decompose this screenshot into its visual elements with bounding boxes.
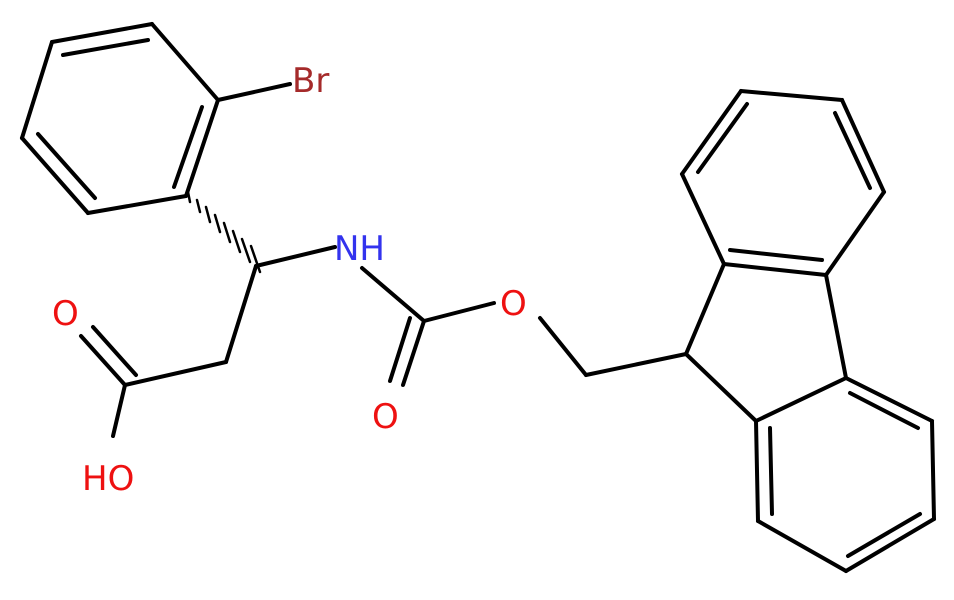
hashed-wedge-bond bbox=[186, 190, 262, 274]
bond-inner bbox=[172, 105, 204, 189]
bond-inner bbox=[61, 38, 150, 57]
bond-c-br bbox=[216, 82, 292, 102]
bond bbox=[86, 194, 188, 215]
bond-c-o-ester bbox=[422, 301, 496, 323]
bond-c=o-carbamate bbox=[401, 319, 426, 387]
fluorene-lower-ring bbox=[754, 376, 936, 573]
bond-inner bbox=[36, 132, 97, 200]
bond-o-ch2 bbox=[538, 316, 588, 377]
fluorene-five-ring bbox=[684, 248, 848, 423]
bromophenyl-ring bbox=[20, 22, 220, 215]
atom-label-br: Br bbox=[292, 61, 329, 101]
bond bbox=[150, 22, 220, 102]
atom-label-o-acid: O bbox=[52, 294, 79, 334]
bond-c-oh bbox=[111, 383, 127, 438]
bond-c=o bbox=[79, 334, 127, 387]
bond-ch2-cooh bbox=[123, 360, 228, 387]
atom-label-o-ester: O bbox=[500, 284, 527, 324]
bond bbox=[20, 136, 90, 215]
bond-c-ch2 bbox=[224, 264, 258, 364]
bond bbox=[184, 98, 220, 198]
bond-ch2-c9 bbox=[584, 352, 688, 377]
bond-n-c bbox=[360, 266, 426, 323]
atom-label-nh: NH bbox=[334, 229, 385, 269]
bond-c-n bbox=[254, 245, 337, 268]
bond-c=o-carbamate-2 bbox=[388, 316, 412, 383]
bond-c=o-2 bbox=[91, 325, 138, 377]
bond bbox=[50, 22, 154, 44]
fluorene-upper-ring bbox=[680, 89, 886, 277]
bond bbox=[20, 40, 54, 140]
atom-label-o-carbonyl: O bbox=[372, 397, 399, 437]
atom-label-ho: HO bbox=[82, 459, 134, 499]
